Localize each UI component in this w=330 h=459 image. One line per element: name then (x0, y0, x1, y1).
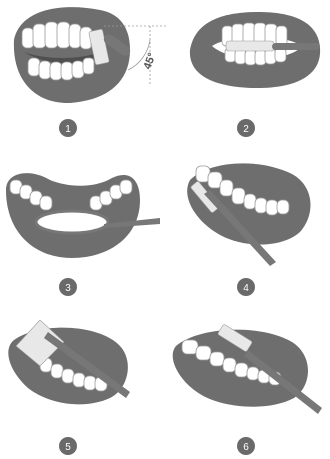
panel-2: 2 (190, 12, 320, 137)
step-number-2: 2 (243, 124, 249, 135)
step-number-3: 3 (65, 283, 71, 294)
step-number-1: 1 (65, 124, 71, 135)
panel-4: 4 (187, 163, 310, 296)
angle-label: 45° (142, 51, 159, 71)
tongue-scraper (36, 211, 160, 233)
step-number-4: 4 (243, 283, 249, 294)
panel-3: 3 (6, 173, 160, 296)
panel-5: 5 (8, 320, 130, 455)
panel-6: 6 (173, 324, 322, 455)
step-number-5: 5 (65, 442, 71, 453)
panel-1: 45° 1 (14, 7, 166, 137)
step-number-6: 6 (243, 442, 249, 453)
